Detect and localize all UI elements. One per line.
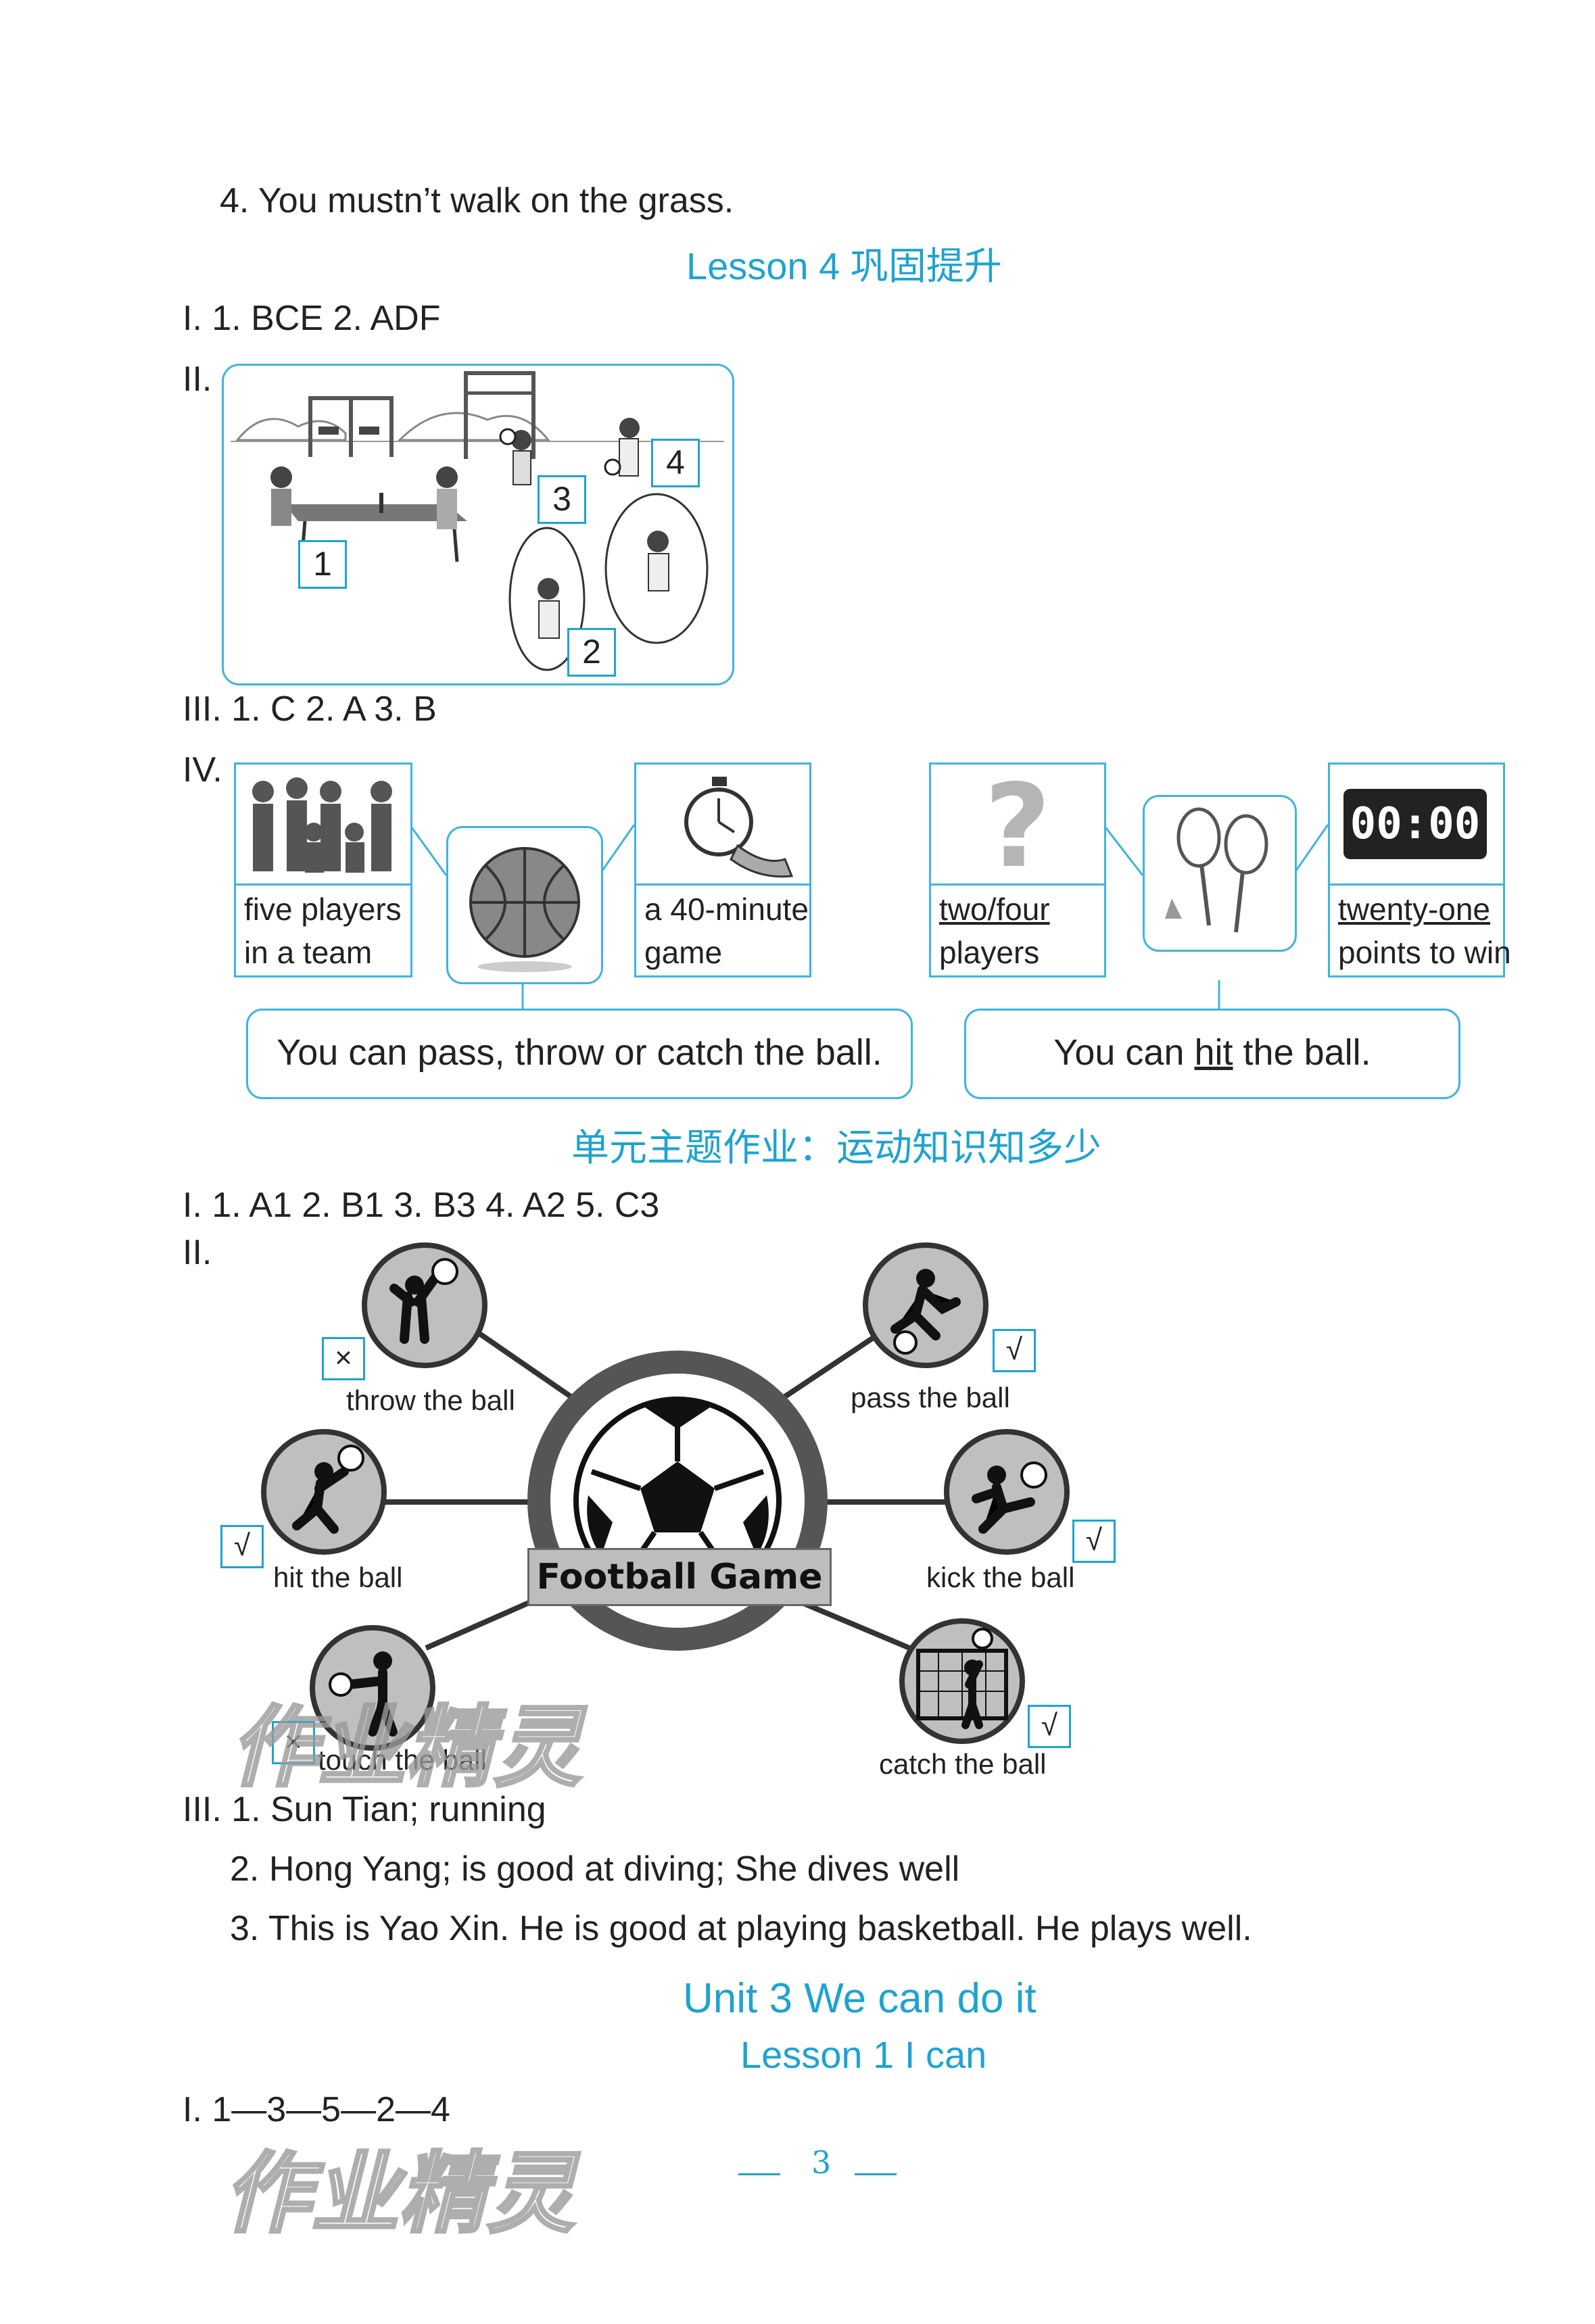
catch-label: catch the ball — [879, 1748, 1047, 1780]
scoreboard-time: 00:00 — [1350, 799, 1481, 849]
football-game-banner: Football Game — [527, 1548, 832, 1606]
catch-mark-box: √ — [1028, 1705, 1071, 1748]
unit-theme-part1: I. 1. A1 2. B1 3. B3 4. A2 5. C3 — [183, 1186, 660, 1225]
pass-mark-box: √ — [993, 1329, 1036, 1372]
page-number-rule-right — [855, 2173, 897, 2175]
stopwatch-icon — [684, 777, 794, 878]
playground-illustration — [231, 371, 724, 671]
throw-the-ball-icon — [362, 1242, 487, 1368]
kick-mark-box: √ — [1072, 1520, 1116, 1563]
watermark-logo: 作业精灵 — [229, 1695, 583, 1800]
unit-theme-part2-label: II. — [183, 1233, 212, 1272]
answer-line: 4. You mustn’t walk on the grass. — [220, 181, 734, 220]
badminton-bubble — [1143, 795, 1297, 952]
unit-theme-heading: 单元主题作业：运动知识知多少 — [571, 1126, 1101, 1169]
unit3-lesson-title: Lesson 1 I can — [740, 2033, 987, 2076]
throw-mark-box: × — [322, 1337, 365, 1380]
scoreboard-icon: 00:00 — [1343, 789, 1487, 859]
lesson4-part2-label: II. — [183, 360, 212, 399]
picture-number-4: 4 — [651, 439, 700, 487]
picture-number-2: 2 — [567, 628, 616, 677]
question-image: ? — [931, 760, 1104, 894]
touch-mark-box: × — [272, 1721, 315, 1764]
pass-the-ball-icon — [863, 1242, 989, 1368]
sentence-right: You can hit the ball. — [964, 1009, 1460, 1099]
basketball-bubble — [446, 826, 603, 984]
scoreboard-image: 00:00 — [1330, 765, 1503, 886]
lesson4-part3: III. 1. C 2. A 3. B — [183, 689, 437, 729]
svg-text:?: ? — [984, 765, 1051, 883]
sentence-left: You can pass, throw or catch the ball. — [246, 1009, 913, 1099]
lesson4-part1: I. 1. BCE 2. ADF — [183, 299, 441, 338]
team-photo — [236, 765, 410, 886]
picture-number-1: 1 — [298, 540, 347, 589]
unit-theme-part3-line3: 3. This is Yao Xin. He is good at playin… — [230, 1909, 1252, 1948]
unit3-part1: I. 1—3—5—2—4 — [183, 2090, 450, 2129]
unit-theme-part3-line1: III. 1. Sun Tian; running — [183, 1790, 546, 1829]
watermark-logo: 作业精灵 — [222, 2141, 576, 2246]
hit-mark-box: √ — [220, 1525, 264, 1568]
picture-number-3: 3 — [538, 475, 586, 524]
playground-picture: 1 2 3 4 — [222, 364, 734, 685]
concept-map-lines — [408, 824, 1329, 1009]
football-game-label: Football Game — [536, 1557, 823, 1597]
page-number-rule-left — [738, 2173, 780, 2175]
pass-label: pass the ball — [851, 1382, 1010, 1413]
kick-the-ball-icon — [944, 1429, 1070, 1555]
badminton-racket-icon — [1165, 807, 1268, 933]
unit3-title: Unit 3 We can do it — [683, 1975, 1037, 2022]
kick-label: kick the ball — [926, 1562, 1075, 1593]
throw-label: throw the ball — [346, 1384, 515, 1416]
unit-theme-part3-line2: 2. Hong Yang; is good at diving; She div… — [230, 1849, 960, 1889]
question-mark-icon: ? — [984, 760, 1051, 894]
lesson4-heading: Lesson 4 巩固提升 — [686, 245, 1002, 287]
touch-label: touch the ball — [318, 1744, 487, 1776]
hit-the-ball-icon — [261, 1429, 387, 1555]
lesson4-part4-label: IV. — [183, 750, 222, 790]
stopwatch-image — [636, 765, 809, 886]
page-number: 3 — [811, 2144, 832, 2181]
touch-the-ball-icon — [310, 1625, 435, 1751]
hit-label: hit the ball — [273, 1562, 403, 1593]
catch-the-ball-icon — [899, 1618, 1025, 1744]
basketball-icon — [469, 847, 580, 972]
